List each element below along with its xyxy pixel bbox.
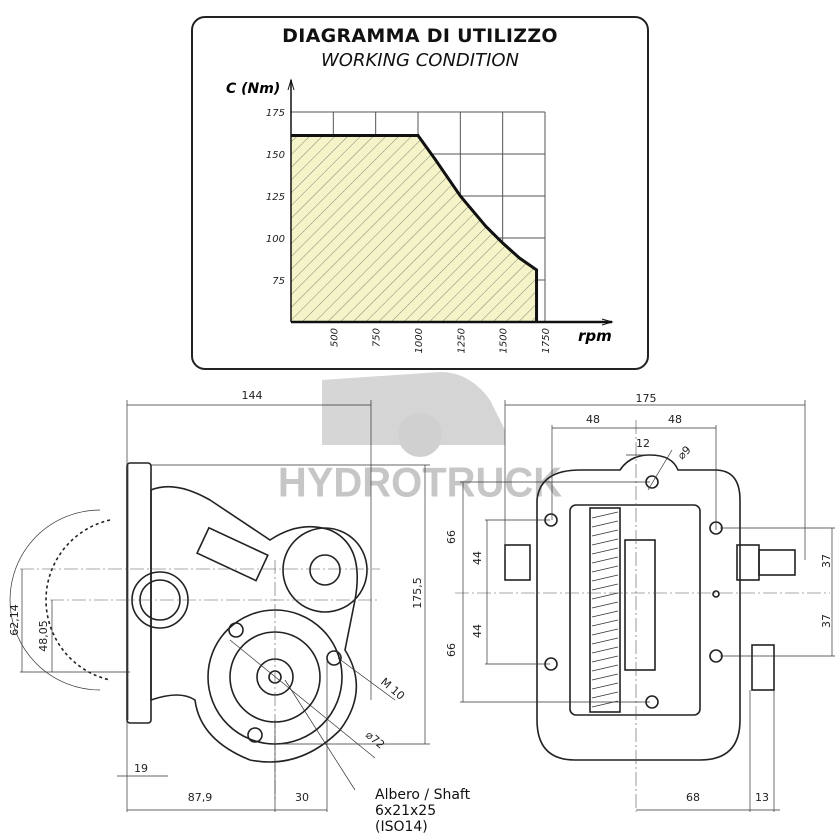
gear-tooth (591, 520, 619, 528)
x-axis-arrow (601, 318, 614, 326)
y-tick-label: 150 (266, 150, 285, 161)
dim-37-top: 37 (820, 554, 833, 568)
chart-subtitle: WORKING CONDITION (320, 50, 520, 71)
gear-tooth (591, 592, 619, 600)
chart-panel: DIAGRAMMA DI UTILIZZO WORKING CONDITION (191, 16, 649, 370)
working-area (291, 135, 537, 322)
gear-tooth (591, 655, 619, 663)
y-axis-arrow (287, 78, 295, 91)
gear-tooth (591, 637, 619, 645)
x-tick-label: 1250 (456, 328, 467, 353)
torque-curve (291, 134, 539, 322)
watermark-truck-logo (322, 372, 505, 457)
gear-tooth (591, 664, 619, 672)
x-tick-label: 750 (372, 328, 383, 347)
gear-tooth (591, 556, 619, 564)
x-tick-label: 1000 (414, 328, 425, 353)
dim-48-05: 48,05 (37, 620, 50, 652)
x-tick-label: 1500 (499, 328, 510, 353)
dim-62-14: 62,14 (8, 604, 21, 636)
gear-tooth (591, 673, 619, 681)
dim-175-5: 175,5 (411, 577, 424, 609)
dim-12: 12 (636, 437, 650, 450)
fitting-left (504, 544, 531, 581)
gear-tooth (591, 511, 619, 519)
y-axis-label: C (Nm) (226, 81, 280, 97)
dim-175: 175 (636, 392, 657, 405)
gear-tooth (591, 601, 619, 609)
x-axis-label: rpm (578, 327, 612, 345)
gear-tooth (591, 583, 619, 591)
x-tick-label: 1750 (541, 328, 552, 353)
shaft-note-line-2: 6x21x25 (375, 803, 436, 819)
gear-tooth (591, 574, 619, 582)
gear-tooth (591, 538, 619, 546)
helical-gear (589, 507, 621, 713)
dim-87-9: 87,9 (188, 791, 213, 804)
dim-37-bottom: 37 (820, 614, 833, 628)
y-tick-label: 125 (266, 192, 285, 203)
shaft-note-line-3: (ISO14) (375, 819, 428, 835)
working-condition-chart: C (Nm) rpm 500 750 1000 1250 1500 1750 75 100 12… (226, 78, 614, 353)
gear-tooth (591, 619, 619, 627)
pump-body (150, 485, 358, 763)
housing (536, 454, 741, 761)
dim-44-top: 44 (471, 551, 484, 565)
gear-teeth (591, 511, 619, 708)
dim-44-bottom: 44 (471, 624, 484, 638)
mounting-flange (126, 462, 152, 724)
side-view-left (9, 400, 430, 812)
dim-13: 13 (755, 791, 769, 804)
gear-tooth (591, 628, 619, 636)
nameplate (196, 526, 269, 582)
dim-68: 68 (686, 791, 700, 804)
dim-pilot-dia: ⌀72 (363, 728, 387, 751)
dim-66-bottom: 66 (445, 643, 458, 657)
dim-30: 30 (295, 791, 309, 804)
dim-48-right: 48 (668, 413, 682, 426)
gear-tooth (591, 646, 619, 654)
dim-19: 19 (134, 762, 148, 775)
gear-tooth (591, 565, 619, 573)
y-tick-label: 75 (272, 276, 285, 287)
y-tick-label: 175 (266, 108, 285, 119)
gear-tooth (591, 547, 619, 555)
gear-tooth (591, 691, 619, 699)
shaft-note: Albero / Shaft 6x21x25 (ISO14) (375, 787, 471, 835)
front-view-right (455, 400, 835, 812)
gear-teeth (45, 519, 111, 681)
x-tick-label: 500 (329, 328, 340, 347)
chart-axes (287, 78, 614, 326)
shaft-note-line-1: Albero / Shaft (375, 787, 471, 803)
dim-48-left: 48 (586, 413, 600, 426)
y-tick-label: 100 (266, 234, 285, 245)
dim-144: 144 (242, 389, 263, 402)
chart-title: DIAGRAMMA DI UTILIZZO (282, 25, 558, 47)
gear-tooth (591, 529, 619, 537)
gear-tooth (591, 610, 619, 618)
dim-hole-dia: ⌀9 (675, 443, 694, 462)
dim-66-top: 66 (445, 530, 458, 544)
gear-tooth (591, 682, 619, 690)
